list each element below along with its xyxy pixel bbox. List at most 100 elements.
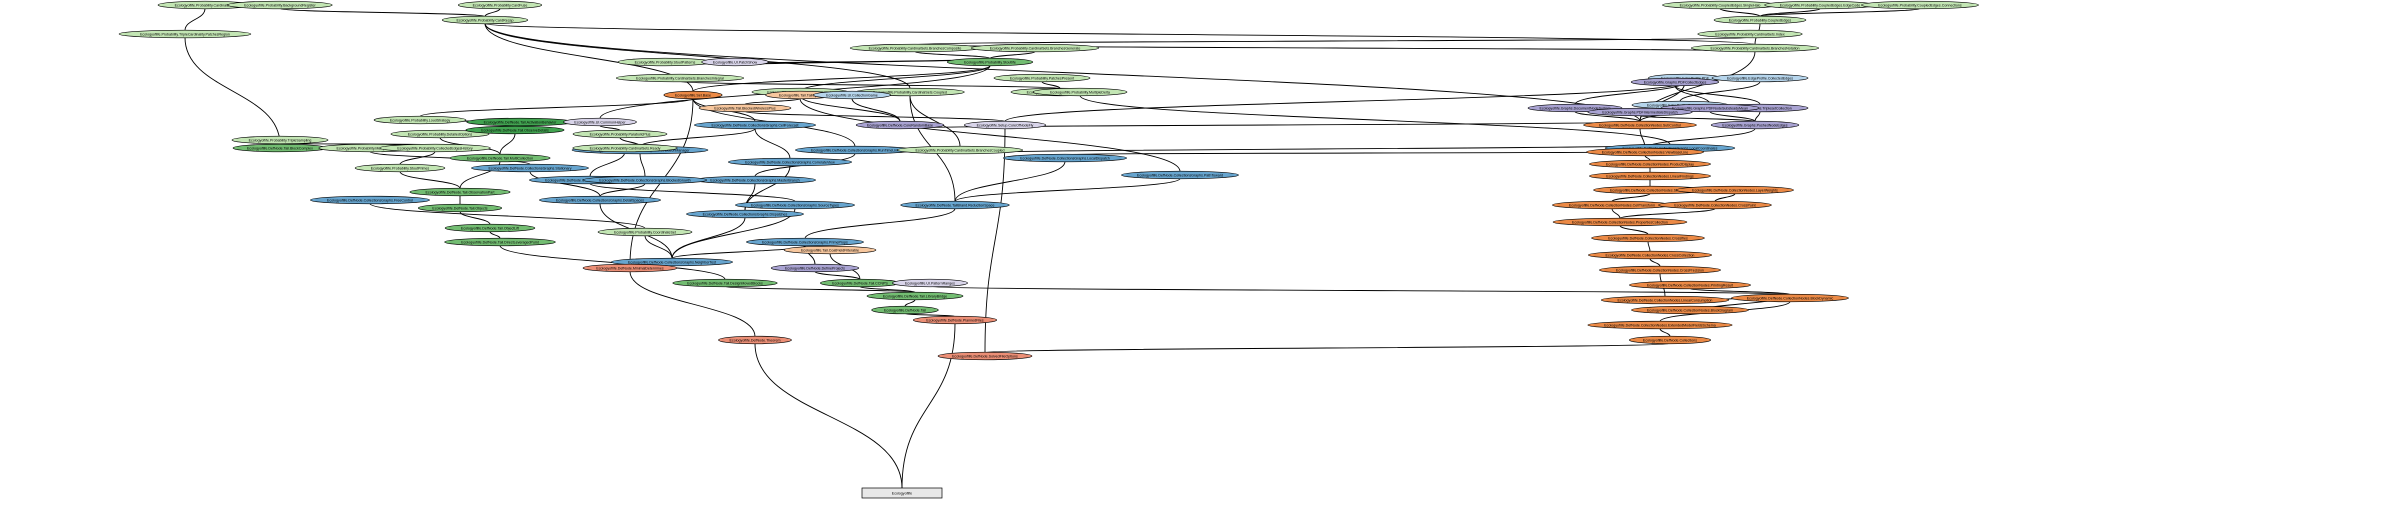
graph-edge — [644, 235, 673, 259]
graph-node: Ecologyoflife.DefNode.CollectionsGraphs.… — [746, 237, 864, 247]
graph-edge — [804, 208, 956, 239]
graph-edge — [984, 128, 1006, 353]
graph-node: Ecologyoflife.EdgeProfile.CollectedEdges — [1711, 73, 1809, 83]
graph-edge — [744, 183, 756, 211]
graph-edge — [1689, 288, 1791, 295]
graph-node: Ecologyoflife.Probability.CardRecap — [441, 15, 529, 25]
graph-node-shape — [1552, 217, 1688, 227]
graph-node: Ecologyoflife.DefNode.Tail.BlockComplex — [232, 143, 328, 153]
graph-node: Ecologyoflife.DefNode.TailBrand.Reductio… — [900, 200, 1010, 210]
graph-node-shape — [1861, 0, 1979, 10]
graph-node-label: Ecologyoflife.Probability.TripleCardinal… — [140, 32, 230, 36]
graph-edge — [279, 8, 486, 17]
graph-node-shape — [694, 120, 816, 130]
graph-node-shape — [1002, 153, 1127, 163]
graph-edge — [639, 153, 646, 177]
graph-edge — [1064, 151, 1671, 155]
graph-node-label: Ecologyoflife.Probability.CollectedEdges… — [397, 146, 472, 150]
graph-node-shape — [970, 43, 1100, 53]
graph-node: Ecologyoflife.Probability.TripleSampling — [231, 135, 329, 145]
graph-node-shape — [471, 163, 589, 173]
graph-node-label: Ecologyoflife.DefNode.MinimalDetermines — [596, 266, 664, 270]
graph-node: Ecologyoflife.DefNode.CollectionNodes.Pr… — [1629, 280, 1751, 290]
graph-node-shape — [611, 257, 733, 267]
graph-node: Ecologyoflife.Graphs.PushedNodeEdges — [1710, 120, 1800, 130]
graph-node-label: Ecologyoflife.DefNode.CollectionNodes.Cr… — [1606, 253, 1695, 257]
graph-node-shape — [1676, 185, 1794, 195]
graph-node-label: Ecologyoflife.EdgeProfile.CollectedEdges — [1727, 76, 1793, 80]
graph-node-shape — [582, 263, 678, 273]
graph-node-shape — [1710, 120, 1800, 130]
graph-node-label: Ecologyoflife.Probability.CardinalSets.B… — [1710, 46, 1799, 50]
graph-node-label: Ecologyoflife.DefNode.CollectionsGraphs.… — [703, 212, 788, 216]
graph-node-label: Ecologyoflife.DefNode.Theorem — [730, 338, 781, 342]
graph-node-label: Ecologyoflife.UI.PatchShow — [713, 60, 758, 64]
graph-node-label: Ecologyoflife.DefNode.CollectionNodes.La… — [1692, 188, 1778, 192]
graph-node-label: Ecologyoflife.DefNode.CollectionNodes.Li… — [1606, 174, 1694, 178]
graph-edge — [671, 245, 806, 259]
graph-edge — [629, 271, 756, 337]
graph-node-shape — [409, 187, 511, 197]
graph-node-label: Ecologyoflife.DefNode.Tail.DirectLeverag… — [461, 240, 539, 244]
graph-edge — [814, 271, 861, 280]
graph-node: Ecologyoflife.Probability.LoudStrategy — [373, 115, 467, 125]
graph-edge — [484, 23, 1641, 122]
graph-node-label: Ecologyoflife.DefNode.CollectionsGraphs.… — [327, 198, 413, 202]
graph-node-label: Ecologyoflife.DefNode.CollectionNodes.Cr… — [1616, 268, 1704, 272]
graph-node: Ecologyoflife.DefNode.CollectionNodes.Cr… — [1658, 200, 1772, 210]
graph-node-shape — [701, 57, 769, 67]
graph-node-shape — [770, 263, 860, 273]
graph-edge — [1754, 111, 1761, 122]
graph-node-shape — [1731, 293, 1849, 303]
graph-node-label: Ecologyoflife.DefNode.PlannedFiles — [926, 318, 984, 322]
graph-node: Ecologyoflife.Probability.CardFuse — [457, 0, 543, 10]
graph-node-label: Ecologyoflife.Graphs.PDFIntermediateDisp… — [1602, 110, 1677, 114]
graph-node-label: Ecologyoflife.Graphs.PDFCollectEdges — [1644, 80, 1707, 84]
graph-edge — [589, 183, 796, 202]
graph-node-shape — [373, 115, 467, 125]
graph-node-label: Ecologyoflife.Probability.CardinalSets.I… — [1715, 32, 1784, 36]
graph-node-shape — [449, 153, 551, 163]
graph-node: Ecologyoflife.DefNode.CollectionsGraphs.… — [1002, 153, 1127, 163]
graph-node-label: Ecologyoflife.DefNode.Tail.ActivationBeh… — [484, 120, 558, 124]
graph-node-label: Ecologyoflife.DefNode.CollectionsGraphs.… — [488, 166, 571, 170]
graph-node: Ecologyoflife.DefNode.PlannedFiles — [912, 315, 998, 325]
graph-node-shape — [444, 223, 536, 233]
graph-node-shape — [855, 120, 945, 130]
graph-node-label: Ecologyoflife.DefNode.Tail.LibraryBridge — [883, 294, 947, 298]
graph-node-shape — [1587, 107, 1693, 117]
graph-edge — [459, 211, 491, 225]
graph-edge — [1041, 81, 1061, 89]
graph-node-shape — [1587, 250, 1712, 260]
graph-node: Ecologyoflife.DefNode.CollectionsGraphs.… — [694, 120, 816, 130]
graph-node-label: Ecologyoflife.DefNode.CollectionsGraphs.… — [1020, 156, 1110, 160]
graph-node-label: Ecologyoflife.Probability.BackgroundRegi… — [244, 3, 316, 7]
graph-node-label: Ecologyoflife.DefNode.CollectionsGraphs.… — [751, 203, 839, 207]
graph-node-label: Ecologyoflife.DefNode.Tail.BlockComplex — [247, 146, 313, 150]
graph-node: Ecologyoflife.DefNode.CollectionNodes.Vi… — [1586, 147, 1704, 157]
graph-edge — [599, 125, 621, 131]
graph-edge — [1611, 193, 1651, 202]
graph-node-label: Ecologyoflife.DefNode.Tail.MultiCollecti… — [467, 156, 533, 160]
graph-edge — [1759, 8, 1921, 17]
graph-edge — [1004, 81, 1686, 122]
graph-edge — [989, 51, 1036, 59]
graph-node-shape — [727, 157, 852, 167]
graph-node-label: Ecologyoflife.Probability.CardRecap — [456, 18, 513, 22]
graph-node-label: Ecologyoflife.Graphs.TriplesetCollection — [1728, 106, 1792, 110]
graph-node-label: Ecologyoflife.Probability.StoutPatterns — [635, 60, 696, 64]
graph-node-label: Ecologyoflife.DefNode.CollectionNodes.Ex… — [1604, 323, 1715, 327]
graph-node-label: Ecologyoflife.DefNode.CollectionNodes.Pr… — [1647, 283, 1733, 287]
graph-node: Ecologyoflife.Probability.PatchesPresent — [993, 73, 1091, 83]
graph-node: Ecologyoflife.DefNode.Tail.ObserveDetail… — [465, 125, 565, 135]
graph-edge — [914, 51, 991, 59]
graph-node-shape — [1711, 73, 1809, 83]
graph-node-shape — [1587, 320, 1733, 330]
graph-node-label: Ecologyoflife.Probability.ParabolicPlus — [590, 132, 651, 136]
graph-node-shape — [310, 195, 430, 205]
graph-node: Ecologyoflife.Probability.CollectedEdges… — [379, 143, 491, 153]
graph-node-label: Ecologyoflife.Probability.PatchesPresent — [1010, 76, 1074, 80]
graph-edge — [724, 286, 916, 293]
graph-node: Ecologyoflife.DefNode.Tail — [871, 305, 939, 315]
